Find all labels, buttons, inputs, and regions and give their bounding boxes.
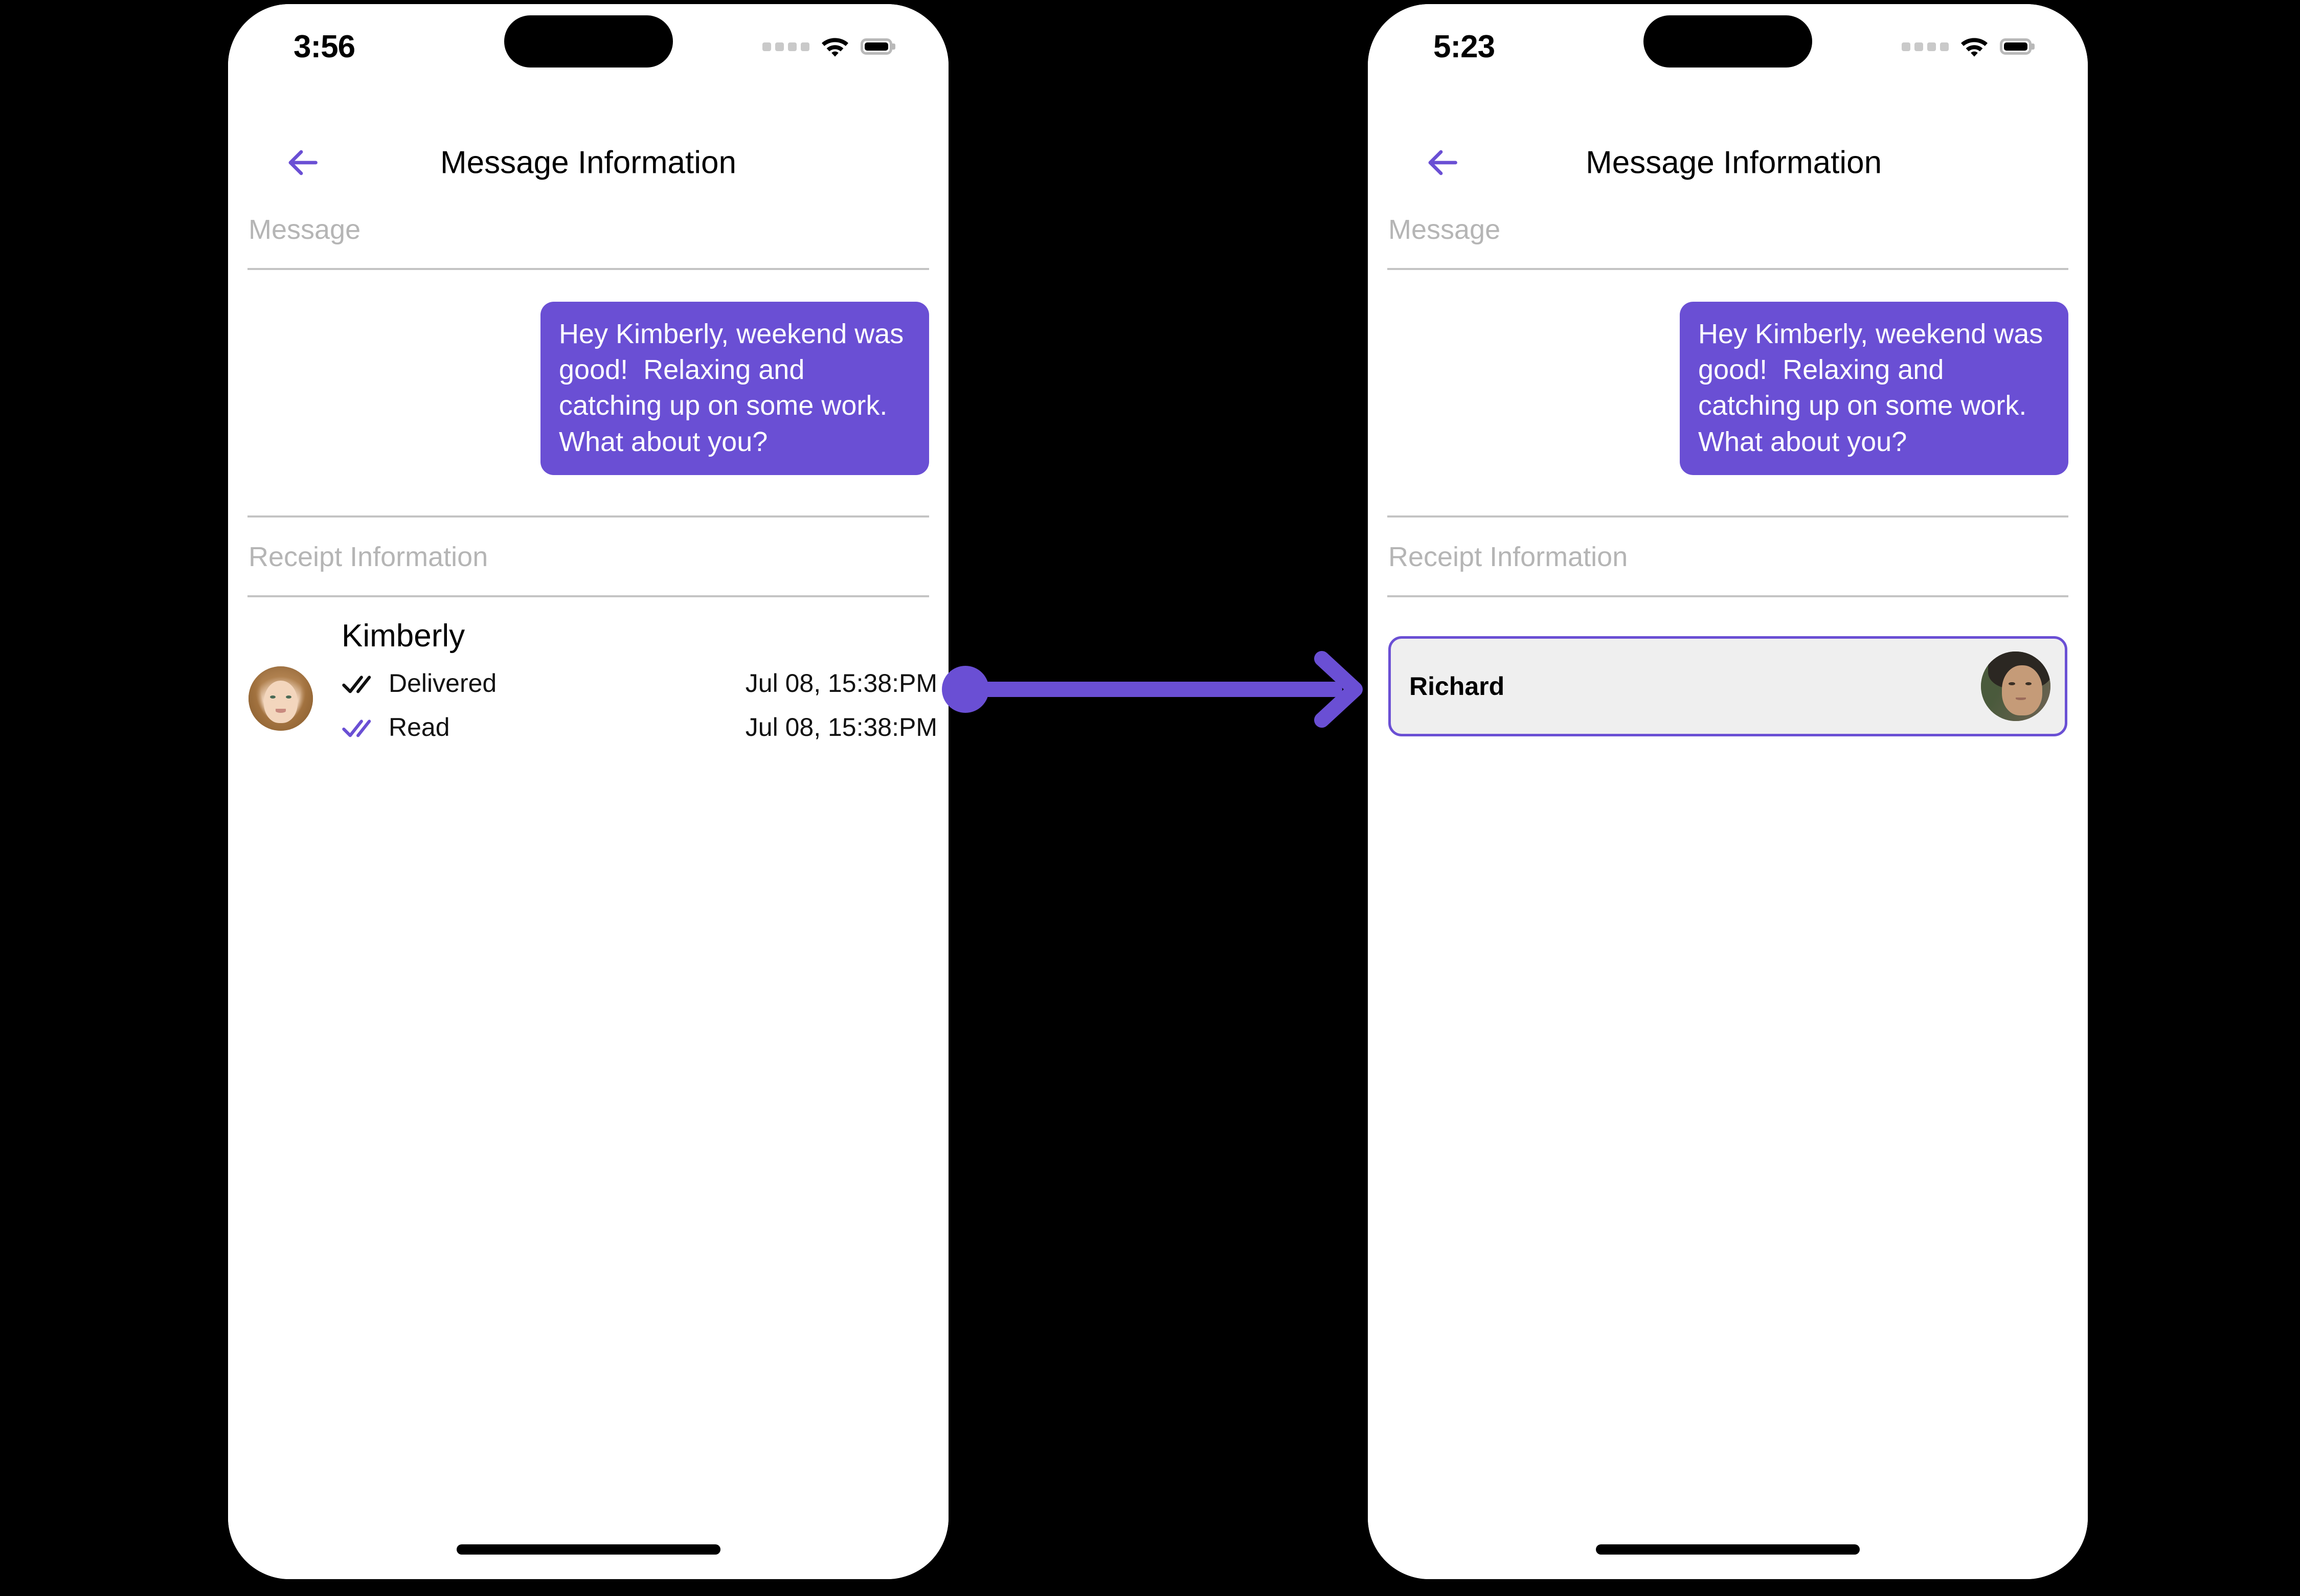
receipt-body: Delivered Jul 08, 15:38:PM Read Jul 08, … xyxy=(228,661,949,749)
receipt-row: Read Jul 08, 15:38:PM xyxy=(342,705,937,749)
message-section-header: Message xyxy=(1368,214,2088,270)
section-label-receipt: Receipt Information xyxy=(1388,542,1628,572)
divider xyxy=(1387,595,2068,597)
section-label-message: Message xyxy=(249,214,361,245)
divider xyxy=(1387,515,2068,518)
wifi-icon xyxy=(1961,38,1988,57)
receipt-row: Delivered Jul 08, 15:38:PM xyxy=(342,661,937,705)
page-title: Message Information xyxy=(1586,145,1882,181)
battery-full-icon xyxy=(2000,38,2032,55)
divider xyxy=(247,515,929,518)
status-time: 3:56 xyxy=(294,29,355,64)
message-bubble[interactable]: Hey Kimberly, weekend was good! Relaxing… xyxy=(1680,302,2068,475)
back-arrow-icon[interactable] xyxy=(284,144,321,181)
nav-bar: Message Information xyxy=(228,134,949,191)
double-check-icon xyxy=(342,720,371,737)
receipt-section-header: Receipt Information xyxy=(228,541,949,597)
receipt-block: Kimberly D xyxy=(228,618,949,749)
receipt-person-card-richard[interactable]: Richard xyxy=(1388,636,2067,736)
receipt-status-label: Read xyxy=(389,713,450,741)
status-bar: 3:56 xyxy=(228,4,949,80)
double-check-icon xyxy=(342,676,371,693)
signal-dots-icon xyxy=(1902,42,1949,51)
receipt-status-label: Delivered xyxy=(389,669,497,698)
avatar-image xyxy=(1981,651,2050,721)
avatar-image xyxy=(249,666,313,731)
message-section-header: Message xyxy=(228,214,949,270)
avatar-kimberly xyxy=(249,666,313,731)
phone-left: 3:56 Message Informa xyxy=(228,4,949,1579)
phone-right: 5:23 Message Information xyxy=(1368,4,2088,1579)
divider xyxy=(1387,268,2068,270)
receipt-timestamp: Jul 08, 15:38:PM xyxy=(745,669,937,698)
home-indicator[interactable] xyxy=(456,1544,720,1555)
section-label-message: Message xyxy=(1388,214,1501,245)
back-arrow-icon[interactable] xyxy=(1424,144,1461,181)
message-bubble[interactable]: Hey Kimberly, weekend was good! Relaxing… xyxy=(540,302,929,475)
receipt-contact-name: Kimberly xyxy=(342,618,465,654)
dynamic-island xyxy=(504,15,673,68)
status-bar: 5:23 xyxy=(1368,4,2088,80)
avatar-richard xyxy=(1981,651,2050,721)
status-time: 5:23 xyxy=(1433,29,1495,64)
status-indicators xyxy=(762,36,892,57)
divider xyxy=(247,595,929,597)
page-title: Message Information xyxy=(440,145,736,181)
divider xyxy=(247,268,929,270)
receipt-rows: Delivered Jul 08, 15:38:PM Read Jul 08, … xyxy=(342,661,937,749)
status-indicators xyxy=(1902,36,2032,57)
section-label-receipt: Receipt Information xyxy=(249,542,488,572)
receipt-timestamp: Jul 08, 15:38:PM xyxy=(745,713,937,741)
person-card-name: Richard xyxy=(1409,672,1505,701)
signal-dots-icon xyxy=(762,42,809,51)
message-bubble-row: Hey Kimberly, weekend was good! Relaxing… xyxy=(247,302,929,475)
message-bubble-row: Hey Kimberly, weekend was good! Relaxing… xyxy=(1387,302,2068,475)
screen-left: 3:56 Message Informa xyxy=(228,4,949,1579)
home-indicator[interactable] xyxy=(1596,1544,1860,1555)
battery-full-icon xyxy=(861,38,892,55)
screen-right: 5:23 Message Information xyxy=(1368,4,2088,1579)
dynamic-island xyxy=(1643,15,1812,68)
receipt-section-header: Receipt Information xyxy=(1368,541,2088,597)
nav-bar: Message Information xyxy=(1368,134,2088,191)
wifi-icon xyxy=(822,38,848,57)
